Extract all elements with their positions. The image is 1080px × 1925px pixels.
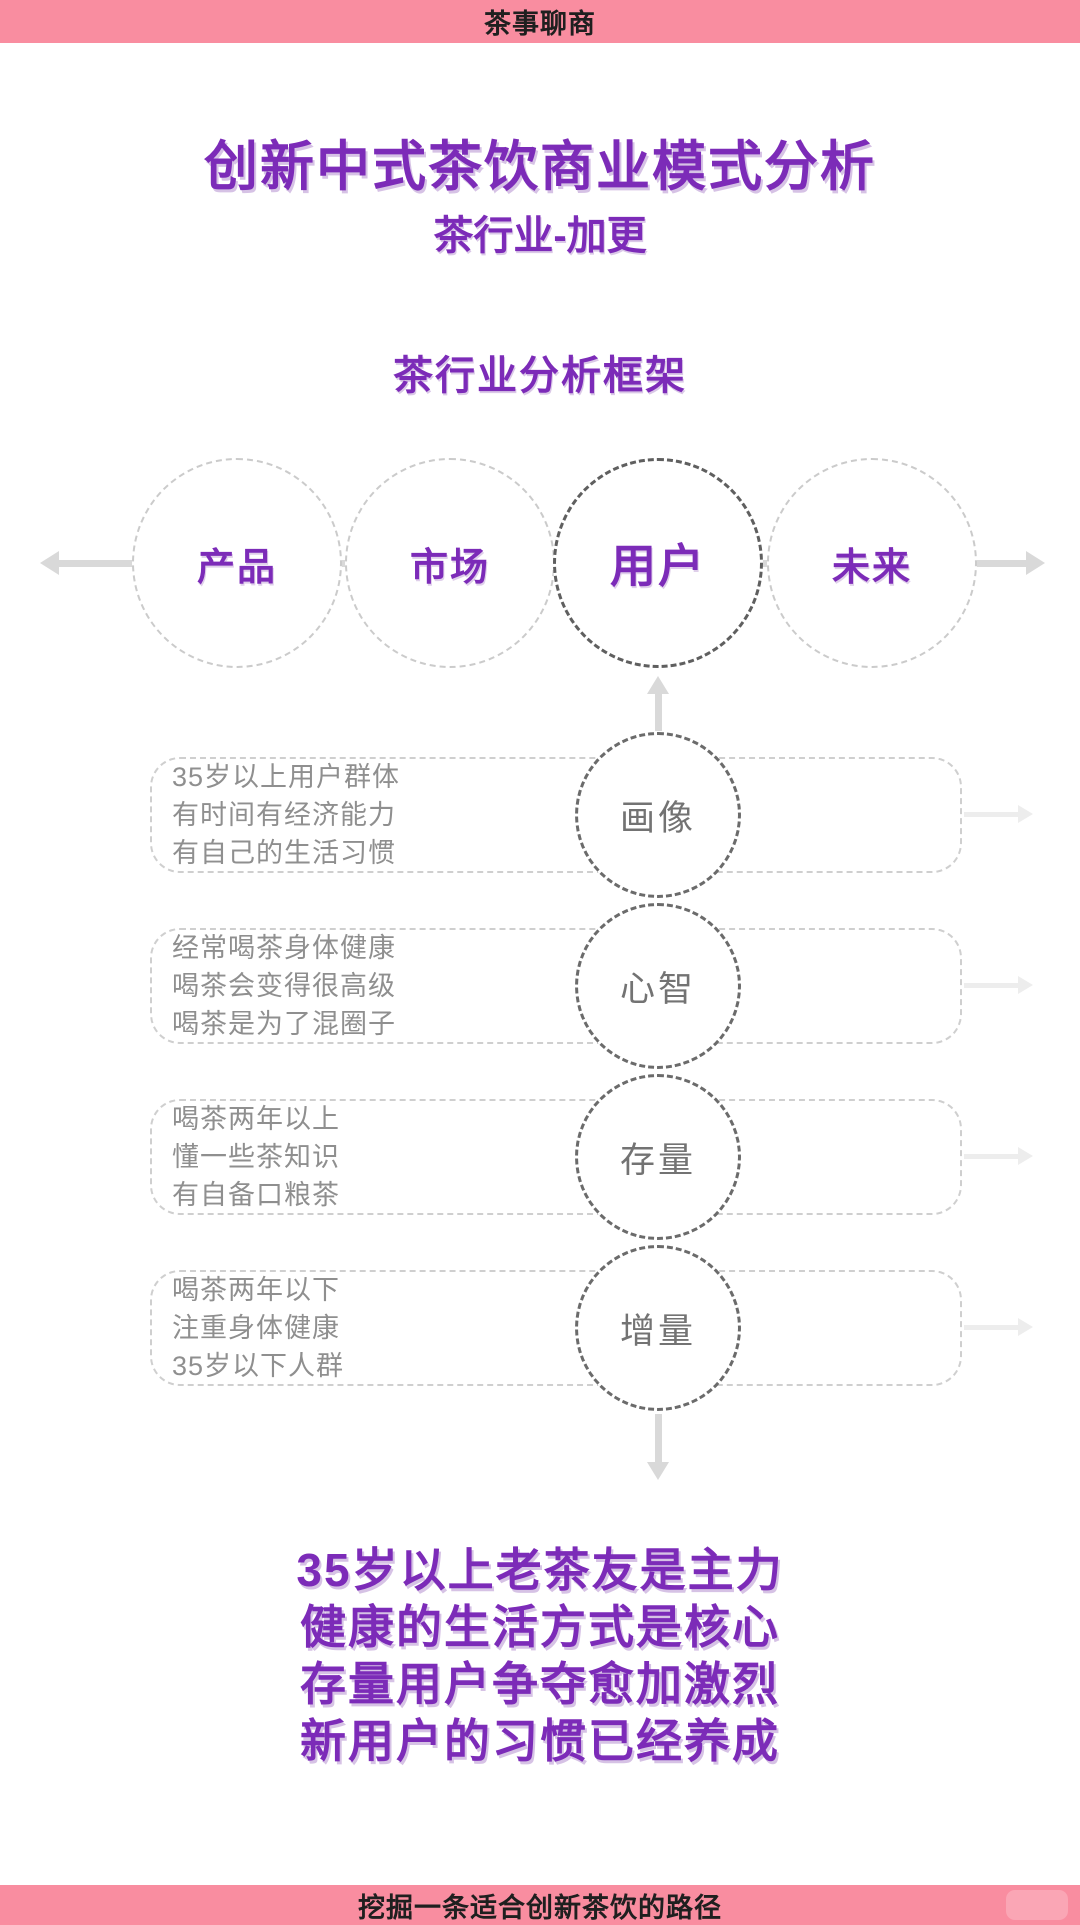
top-banner: 茶事聊商 xyxy=(0,0,1080,43)
segment-node: 画像 xyxy=(575,732,741,898)
arrow-right-icon xyxy=(1018,1147,1033,1165)
arrow-down-icon xyxy=(647,1462,669,1480)
segment-description-box: 35岁以上用户群体 有时间有经济能力 有自己的生活习惯 xyxy=(150,757,962,873)
segment-node: 增量 xyxy=(575,1245,741,1411)
segment-description-box: 喝茶两年以下 注重身体健康 35岁以下人群 xyxy=(150,1270,962,1386)
conclusion-line: 存量用户争夺愈加激烈 xyxy=(300,1658,780,1710)
framework-node-label: 产品 xyxy=(196,546,277,589)
segment-out-line xyxy=(964,983,1018,988)
segment-node-label: 增量 xyxy=(619,1311,696,1351)
framework-node-label: 用户 xyxy=(610,540,706,592)
arrow-right-icon xyxy=(1018,1318,1033,1336)
page-subtitle: 茶行业-加更 xyxy=(433,214,647,258)
user-segment-row: 35岁以上用户群体 有时间有经济能力 有自己的生活习惯 画像 xyxy=(0,732,1080,898)
framework-node-label: 未来 xyxy=(831,546,912,589)
segment-description-line: 35岁以下人群 xyxy=(172,1351,345,1381)
segment-description-line: 喝茶两年以下 xyxy=(172,1275,340,1305)
watermark-badge xyxy=(1006,1890,1068,1920)
segment-out-line xyxy=(964,1154,1018,1159)
arrow-up-icon xyxy=(647,676,669,694)
segment-out-line xyxy=(964,1325,1018,1330)
bottom-banner: 挖掘一条适合创新茶饮的路径 xyxy=(0,1885,1080,1925)
segment-node-label: 心智 xyxy=(619,969,696,1009)
framework-node: 用户 xyxy=(553,458,763,668)
framework-heading: 茶行业分析框架 xyxy=(393,354,687,398)
segment-description-box: 经常喝茶身体健康 喝茶会变得很高级 喝茶是为了混圈子 xyxy=(150,928,962,1044)
segment-description-box: 喝茶两年以上 懂一些茶知识 有自备口粮茶 xyxy=(150,1099,962,1215)
framework-node: 未来 xyxy=(767,458,977,668)
segment-node: 存量 xyxy=(575,1074,741,1240)
segment-description-line: 喝茶两年以上 xyxy=(172,1104,340,1134)
user-segment-row: 经常喝茶身体健康 喝茶会变得很高级 喝茶是为了混圈子 心智 xyxy=(0,903,1080,1069)
segment-description-line: 注重身体健康 xyxy=(172,1313,340,1343)
segment-description-line: 经常喝茶身体健康 xyxy=(172,933,396,963)
conclusion-line: 35岁以上老茶友是主力 xyxy=(296,1544,784,1596)
bottom-banner-title: 挖掘一条适合创新茶饮的路径 xyxy=(358,1892,722,1923)
segment-node: 心智 xyxy=(575,903,741,1069)
segment-description-line: 35岁以上用户群体 xyxy=(172,762,401,792)
segment-description-line: 有自备口粮茶 xyxy=(172,1180,340,1210)
framework-node: 市场 xyxy=(345,458,555,668)
segment-out-line xyxy=(964,812,1018,817)
segment-description-line: 懂一些茶知识 xyxy=(172,1142,340,1172)
framework-node: 产品 xyxy=(132,458,342,668)
segment-description-line: 有自己的生活习惯 xyxy=(172,838,396,868)
segment-node-label: 存量 xyxy=(619,1140,696,1180)
top-banner-title: 茶事聊商 xyxy=(484,9,596,39)
axis-arrow-right-icon xyxy=(1026,551,1045,575)
page-title: 创新中式茶饮商业模式分析 xyxy=(204,137,876,197)
axis-arrow-left-icon xyxy=(40,551,59,575)
user-segment-row: 喝茶两年以下 注重身体健康 35岁以下人群 增量 xyxy=(0,1245,1080,1411)
conclusion-line: 健康的生活方式是核心 xyxy=(300,1601,780,1653)
conclusion-line: 新用户的习惯已经养成 xyxy=(300,1715,780,1767)
segment-description-line: 喝茶是为了混圈子 xyxy=(172,1009,396,1039)
framework-node-label: 市场 xyxy=(409,546,490,589)
conclusion-branch-line xyxy=(655,1414,662,1462)
arrow-right-icon xyxy=(1018,805,1033,823)
user-branch-line xyxy=(655,693,662,731)
user-segment-row: 喝茶两年以上 懂一些茶知识 有自备口粮茶 存量 xyxy=(0,1074,1080,1240)
segment-description-line: 喝茶会变得很高级 xyxy=(172,971,396,1001)
conclusion-text: 35岁以上老茶友是主力健康的生活方式是核心存量用户争夺愈加激烈新用户的习惯已经养… xyxy=(0,1542,1080,1770)
segment-node-label: 画像 xyxy=(619,798,696,838)
segment-description-line: 有时间有经济能力 xyxy=(172,800,396,830)
arrow-right-icon xyxy=(1018,976,1033,994)
